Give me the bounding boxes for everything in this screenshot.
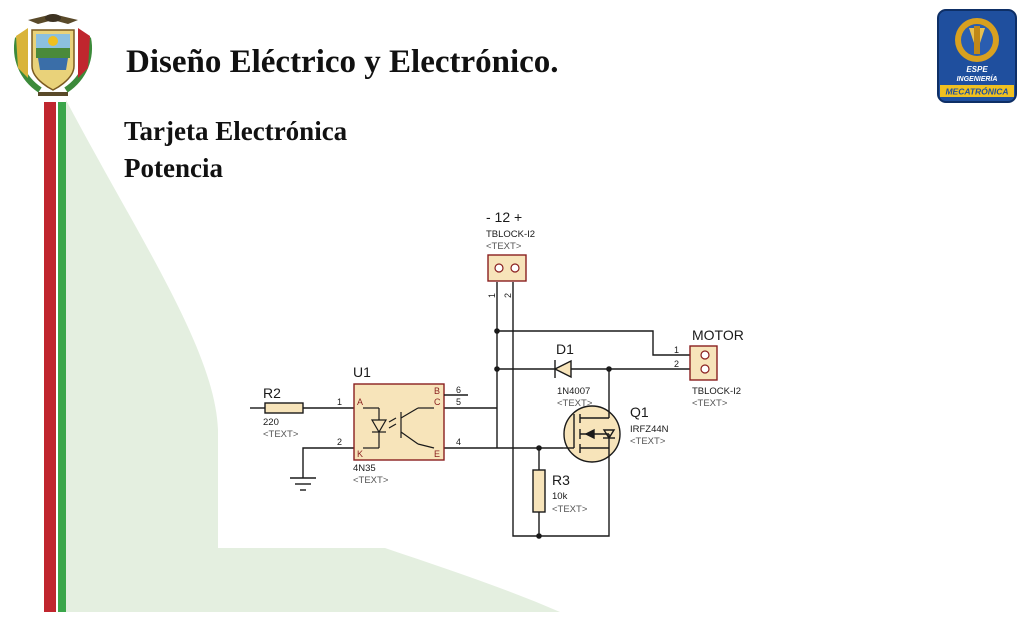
espe-mecatronica-logo: ESPE INGENIERÍA MECATRÓNICA bbox=[937, 9, 1017, 103]
supply-pin1: 1 bbox=[487, 293, 497, 298]
r3-label: R3 bbox=[552, 472, 570, 488]
subtitle-line-2: Potencia bbox=[124, 153, 223, 183]
ecuador-coat-of-arms-logo bbox=[14, 14, 92, 96]
wire-u1-k-ground bbox=[302, 447, 354, 478]
logo-text-mecatronica: MECATRÓNICA bbox=[945, 86, 1008, 97]
u1-pin2: 2 bbox=[337, 437, 342, 447]
u1-internal-led bbox=[363, 407, 397, 449]
background-green-panel bbox=[66, 100, 560, 612]
logo-text-ingenieria: INGENIERÍA bbox=[957, 74, 998, 83]
u1-text: <TEXT> bbox=[353, 475, 389, 486]
resistor-r3-body bbox=[532, 469, 546, 513]
subtitle-line-1: Tarjeta Electrónica bbox=[124, 116, 348, 146]
r2-label: R2 bbox=[263, 385, 281, 401]
wire-top-bus bbox=[497, 330, 690, 356]
u1-pin6: 6 bbox=[456, 385, 461, 395]
resistor-r2-body bbox=[264, 402, 304, 414]
motor-text: <TEXT> bbox=[692, 398, 728, 409]
d1-label: D1 bbox=[556, 341, 574, 357]
stripe-white bbox=[56, 102, 58, 612]
u1-pin-k: K bbox=[357, 449, 363, 459]
r3-value: 10k bbox=[552, 491, 568, 502]
motor-pin2: 2 bbox=[674, 359, 679, 369]
u1-pin-c: C bbox=[434, 397, 441, 407]
u1-pin-a: A bbox=[357, 397, 363, 407]
u1-internal-transistor bbox=[400, 407, 435, 449]
mosfet-q1-symbol bbox=[563, 405, 621, 463]
u1-pin-b: B bbox=[434, 386, 440, 396]
junction-dots bbox=[494, 328, 612, 539]
r2-value: 220 bbox=[263, 417, 279, 428]
stripe-green bbox=[58, 102, 66, 612]
r3-text: <TEXT> bbox=[552, 504, 588, 515]
stripe-red bbox=[44, 102, 56, 612]
d1-text: <TEXT> bbox=[557, 398, 593, 409]
supply-label: - 12 + bbox=[486, 209, 522, 225]
motor-label: MOTOR bbox=[692, 327, 744, 343]
u1-part: 4N35 bbox=[353, 463, 376, 474]
motor-part: TBLOCK-I2 bbox=[692, 386, 741, 397]
u1-pin4: 4 bbox=[456, 437, 461, 447]
u1-pin-e: E bbox=[434, 449, 440, 459]
supply-part: TBLOCK-I2 bbox=[486, 229, 535, 240]
motor-pin1: 1 bbox=[674, 345, 679, 355]
page-title: Diseño Eléctrico y Electrónico. bbox=[126, 44, 559, 80]
supply-pin2: 2 bbox=[503, 293, 513, 298]
q1-part: IRFZ44N bbox=[630, 424, 669, 435]
u1-pin1: 1 bbox=[337, 397, 342, 407]
logo-text-espe: ESPE bbox=[966, 65, 988, 74]
u1-label: U1 bbox=[353, 364, 371, 380]
u1-pin5: 5 bbox=[456, 397, 461, 407]
supply-text: <TEXT> bbox=[486, 241, 522, 252]
supply-terminal-block bbox=[487, 254, 527, 282]
wire-supply-pin2 bbox=[512, 282, 610, 537]
page-subtitle: Tarjeta Electrónica Potencia bbox=[124, 113, 347, 187]
ground-symbol bbox=[290, 477, 316, 491]
r2-text: <TEXT> bbox=[263, 429, 299, 440]
q1-label: Q1 bbox=[630, 404, 649, 420]
diode-d1-symbol bbox=[553, 359, 572, 379]
d1-part: 1N4007 bbox=[557, 386, 590, 397]
q1-text: <TEXT> bbox=[630, 436, 666, 447]
